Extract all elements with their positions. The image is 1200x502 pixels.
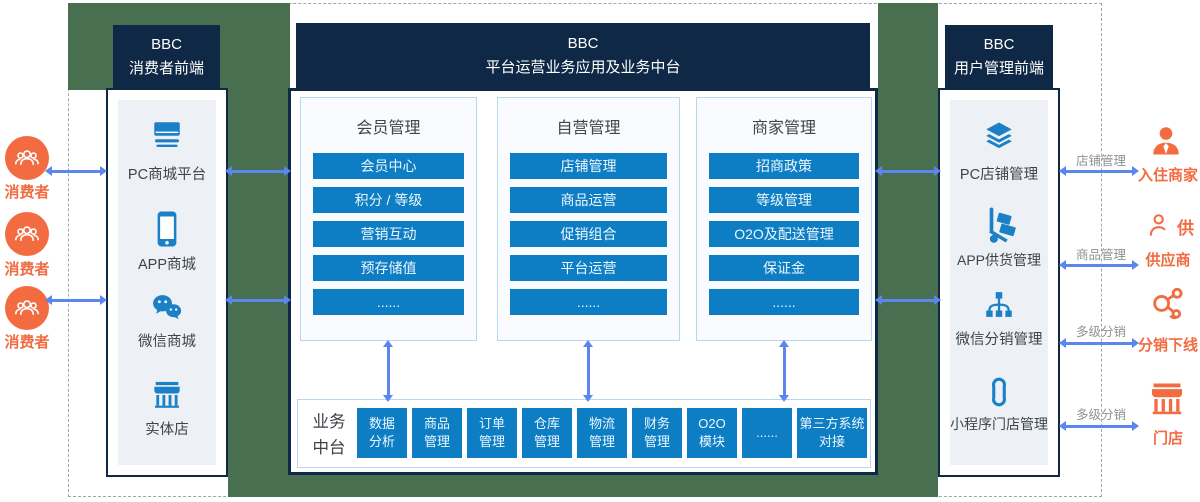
consumer-group-icon: [12, 219, 42, 249]
storefront-icon: [151, 379, 183, 411]
supplier-icon-char: 供: [1177, 218, 1194, 238]
arrow-frontend-platform: [225, 166, 291, 176]
module-order-management: 订单管理: [467, 408, 517, 458]
module-finance-management: 财务管理: [632, 408, 682, 458]
channel-label-wechat-distribution: 微信分销管理: [955, 332, 1043, 348]
channel-label-wechat-mall: 微信商城: [138, 334, 196, 350]
arrow-panel-platform: [383, 340, 393, 402]
entity-label-distributors: 分销下线: [1137, 337, 1198, 354]
entity-label-settled-merchants: 入住商家: [1137, 167, 1198, 184]
entity-label-stores: 门店: [1152, 430, 1183, 447]
green-channel-left: [228, 3, 288, 497]
feature-chip: ......: [709, 289, 859, 315]
entity-label-suppliers: 供应商: [1145, 252, 1191, 269]
user-frontend-panel: [950, 100, 1048, 465]
feature-chip: O2O及配送管理: [709, 221, 859, 247]
arrow-consumer-frontend: [45, 166, 107, 176]
consumer-frontend-panel: [118, 100, 216, 465]
header-line1: BBC: [983, 36, 1015, 54]
feature-chip: 营销互动: [313, 221, 464, 247]
feature-chip: 保证金: [709, 255, 859, 281]
consumer-group-icon: [12, 293, 42, 323]
arrow-panel-platform: [779, 340, 789, 402]
module-third-party-integration: 第三方系统对接: [797, 408, 867, 458]
arrow-entity: [1059, 421, 1139, 431]
module-product-management: 商品管理: [412, 408, 462, 458]
store-icon: [1148, 380, 1186, 418]
merchant-person-icon: [1148, 122, 1184, 160]
channel-label-pc-shop-management: PC店铺管理: [959, 167, 1039, 183]
hierarchy-icon: [982, 289, 1016, 323]
self-operated-management-panel: 自营管理 店铺管理 商品运营 促销组合 平台运营 ......: [497, 97, 680, 341]
supplier-person-icon: 供: [1146, 208, 1194, 244]
channel-label-miniprogram-store: 小程序门店管理: [950, 416, 1048, 432]
feature-chip: 等级管理: [709, 187, 859, 213]
smartphone-icon: [152, 210, 182, 248]
channel-label-pc-mall: PC商城平台: [127, 167, 207, 183]
feature-chip: 促销组合: [510, 221, 667, 247]
header-line2: 用户管理前端: [953, 59, 1044, 77]
user-frontend-header: BBC 用户管理前端: [945, 25, 1053, 88]
panel-title: 商家管理: [751, 120, 816, 137]
feature-chip: 招商政策: [709, 153, 859, 179]
green-channel-right: [878, 3, 938, 497]
feature-chip: 平台运营: [510, 255, 667, 281]
arrow-entity: [1059, 166, 1139, 176]
module-ellipsis: ......: [742, 408, 792, 458]
platform-label-line1: 业务: [312, 413, 346, 431]
header-line1: BBC: [151, 36, 182, 54]
consumer-label: 消费者: [4, 261, 50, 278]
layers-icon: [982, 119, 1016, 153]
relation-label-multilevel-distribution: 多级分销: [1075, 408, 1126, 422]
wechat-icon: [149, 291, 185, 323]
feature-chip: 商品运营: [510, 187, 667, 213]
feature-chip: ......: [313, 289, 464, 315]
feature-chip: 积分 / 等级: [313, 187, 464, 213]
arrow-platform-userfrontend: [875, 166, 941, 176]
channel-label-app-mall: APP商城: [137, 257, 196, 273]
business-middle-platform-label: 业务 中台: [300, 409, 358, 462]
platform-label-line2: 中台: [312, 439, 346, 458]
consumer-label: 消费者: [4, 334, 50, 351]
arrow-platform-userfrontend: [875, 295, 941, 305]
consumer-group-icon: [12, 143, 42, 173]
arrow-consumer-frontend: [45, 295, 107, 305]
member-management-panel: 会员管理 会员中心 积分 / 等级 营销互动 预存储值 ......: [300, 97, 477, 341]
monitor-icon: [150, 119, 184, 151]
channel-label-app-supply-management: APP供货管理: [956, 252, 1041, 268]
channel-label-physical-store: 实体店: [145, 422, 189, 438]
relation-label-shop-management: 店铺管理: [1075, 154, 1126, 168]
consumer-avatar: [5, 136, 49, 180]
feature-chip: 店铺管理: [510, 153, 667, 179]
arrow-entity: [1059, 260, 1139, 270]
feature-chip: ......: [510, 289, 667, 315]
arrow-frontend-platform: [225, 295, 291, 305]
trolley-icon: [980, 205, 1020, 245]
panel-title: 会员管理: [356, 120, 421, 137]
relation-label-multilevel-distribution: 多级分销: [1075, 325, 1126, 339]
module-data-analysis: 数据分析: [357, 408, 407, 458]
panel-title: 自营管理: [556, 120, 621, 137]
platform-header: BBC 平台运营业务应用及业务中台: [296, 23, 870, 88]
share-network-icon: [1148, 285, 1186, 325]
module-warehouse-management: 仓库管理: [522, 408, 572, 458]
consumer-label: 消费者: [4, 184, 50, 201]
miniprogram-icon: [984, 375, 1014, 409]
header-line2: 平台运营业务应用及业务中台: [485, 58, 681, 76]
arrow-entity: [1059, 338, 1139, 348]
relation-label-product-management: 商品管理: [1075, 248, 1126, 262]
arrow-panel-platform: [583, 340, 593, 402]
header-line2: 消费者前端: [128, 59, 204, 77]
header-line1: BBC: [567, 35, 599, 53]
consumer-avatar: [5, 286, 49, 330]
feature-chip: 预存储值: [313, 255, 464, 281]
consumer-frontend-header: BBC 消费者前端: [113, 25, 220, 88]
consumer-avatar: [5, 212, 49, 256]
module-logistics-management: 物流管理: [577, 408, 627, 458]
merchant-management-panel: 商家管理 招商政策 等级管理 O2O及配送管理 保证金 ......: [696, 97, 872, 341]
feature-chip: 会员中心: [313, 153, 464, 179]
